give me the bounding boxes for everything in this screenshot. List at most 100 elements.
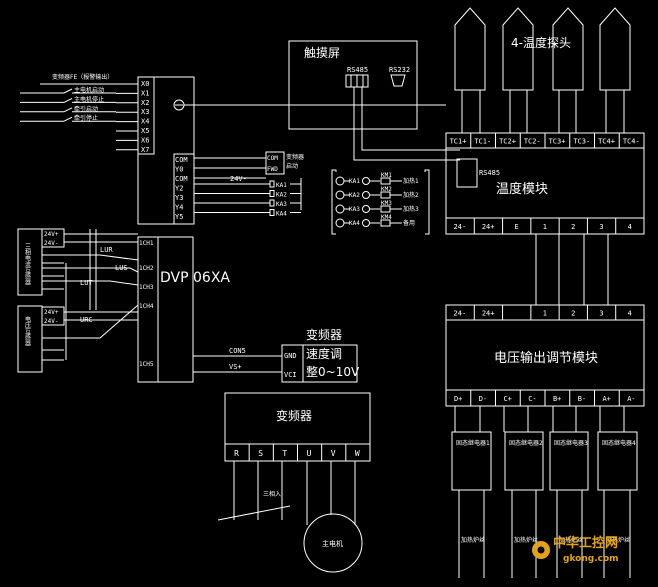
volt-top-terminal-3: 1: [543, 310, 547, 318]
volt-bottom-terminal-7: A-: [627, 395, 635, 403]
relay-km-3: KM3: [381, 200, 392, 207]
plc-output-3: Y2: [175, 185, 183, 193]
signal-lut: LUT: [80, 279, 93, 287]
analog-channel-1: 1CH1: [139, 240, 154, 247]
inverter-terminal-t: T: [282, 449, 287, 458]
motor-block: 主电机: [303, 513, 363, 573]
temp-top-terminal-7: TC4-: [623, 138, 640, 146]
input-label-2: 主电机停止: [74, 95, 104, 103]
inverter-start-note-1: 变频器: [286, 153, 304, 161]
volt-top-terminal-1: 24+: [482, 310, 495, 318]
analog-module: 1CH1 1CH2 1CH3 1CH4 1CH5 DVP 06XA 三相电流互感器 电压…: [17, 228, 282, 383]
ssr-label-2: 固态继电器2: [509, 439, 543, 447]
watermark: 中华工控网 gkong.com: [532, 535, 619, 564]
signal-lus: LUS: [115, 264, 128, 272]
signal-lur: LUR: [100, 246, 113, 254]
temp-module-title: 温度模块: [496, 181, 548, 197]
inverter-ctrl-title-2: 速度调: [306, 346, 342, 361]
vt-label: 电压互感器: [24, 315, 31, 347]
motor-label: 主电机: [322, 539, 343, 548]
input-label-inverter-fe: 变频器FE（报警输出）: [52, 73, 113, 81]
plc-input-x7: X7: [141, 146, 149, 154]
ssr-label-1: 固态继电器1: [456, 439, 490, 447]
inverter-terminal-u: U: [307, 449, 312, 458]
plc-ka-3: KA3: [276, 201, 287, 208]
temp-bottom-terminal-1: 24+: [482, 223, 495, 231]
plc-input-x1: X1: [141, 89, 149, 97]
temp-module: TC1+TC1-TC2+TC2-TC3+TC3-TC4+TC4- 24-24+E…: [445, 132, 645, 235]
inverter-terminal-w: W: [355, 449, 360, 458]
ct-label: 三相电流互感器: [24, 243, 31, 286]
plc-input-x0: X0: [141, 80, 149, 88]
volt-bottom-terminal-2: C+: [503, 395, 511, 403]
inverter-speed-control: GND VCI 变频器 速度调 整0~10V: [281, 327, 360, 383]
inverter-start-note-2: 启动: [286, 162, 298, 170]
analog-channel-5: 1CH5: [139, 361, 154, 368]
analog-channel-2: 1CH2: [139, 265, 154, 272]
volt-top-terminal-4: 2: [571, 310, 575, 318]
plc-ka-2: KA2: [276, 192, 287, 199]
inverter-ctrl-title-1: 变频器: [306, 327, 342, 342]
touchscreen-rs485: RS485: [347, 66, 368, 74]
temp-top-terminal-5: TC3-: [573, 138, 590, 146]
volt-top-terminal-6: 4: [628, 310, 632, 318]
temp-top-terminal-1: TC1-: [474, 138, 491, 146]
volt-bottom-terminal-4: B+: [553, 395, 561, 403]
input-label-4: 牵引停止: [74, 114, 98, 122]
load-label-4: 加热炉丝: [606, 536, 630, 544]
plc-output-2: COM: [175, 175, 188, 183]
touchscreen-title: 触摸屏: [304, 46, 340, 60]
relay-name-2: 加热2: [403, 191, 419, 199]
plc-ka-4: KA4: [276, 211, 287, 218]
inverter-title: 变频器: [276, 408, 312, 423]
inverter-com-tag: COM: [267, 155, 278, 162]
con5-label: CON5: [229, 347, 246, 355]
plc-output-0: COM: [175, 156, 188, 164]
relay-ka-3: KA3: [349, 206, 360, 213]
temp-top-terminal-4: TC3+: [549, 138, 566, 146]
plc-output-6: Y5: [175, 213, 183, 221]
watermark-brand: 中华工控网: [553, 535, 618, 551]
touchscreen-block: 触摸屏 RS485 RS232: [288, 40, 460, 161]
analog-model: DVP 06XA: [160, 270, 230, 286]
inverter-terminal-r: R: [234, 449, 239, 458]
inverter-terminal-v: V: [331, 449, 336, 458]
plc-output-4: Y3: [175, 194, 183, 202]
analog-channel-4: 1CH4: [139, 303, 154, 310]
plc-input-x4: X4: [141, 118, 149, 126]
probes-block: 4-温度探头: [454, 7, 631, 133]
vs-plus-label: VS+: [229, 363, 242, 371]
signal-urc: URC: [80, 316, 93, 324]
analog-channel-3: 1CH3: [139, 284, 154, 291]
vci-label: VCI: [284, 371, 297, 379]
inverter-terminal-s: S: [258, 449, 263, 458]
temp-top-terminal-3: TC2-: [524, 138, 541, 146]
temp-top-terminal-0: TC1+: [450, 138, 467, 146]
ssr-label-4: 固态继电器4: [602, 439, 636, 447]
relay-name-1: 加热1: [403, 177, 419, 185]
volt-bottom-terminal-5: B-: [578, 395, 586, 403]
relay-name-4: 备用: [403, 219, 415, 227]
load-label-1: 加热炉丝: [461, 536, 485, 544]
vt-24v-minus: 24V-: [44, 318, 58, 325]
plc-output-5: Y4: [175, 204, 183, 212]
input-label-1: 主电机启动: [74, 86, 104, 94]
relay-ka-2: KA2: [349, 192, 360, 199]
temp-top-terminal-2: TC2+: [499, 138, 516, 146]
plc-24v-minus: 24V-: [230, 175, 247, 183]
temp-bottom-terminal-3: 1: [543, 223, 547, 231]
inverter-ctrl-title-3: 整0~10V: [306, 364, 360, 379]
load-label-2: 加热炉丝: [514, 536, 538, 544]
relay-ka-4: KA4: [349, 220, 360, 227]
volt-bottom-terminal-1: D-: [479, 395, 487, 403]
relay-name-3: 加热3: [403, 205, 419, 213]
probes-title: 4-温度探头: [511, 35, 571, 50]
relay-ka-1: KA1: [349, 178, 360, 185]
temp-bottom-terminal-5: 3: [599, 223, 603, 231]
temp-bottom-terminal-4: 2: [571, 223, 575, 231]
